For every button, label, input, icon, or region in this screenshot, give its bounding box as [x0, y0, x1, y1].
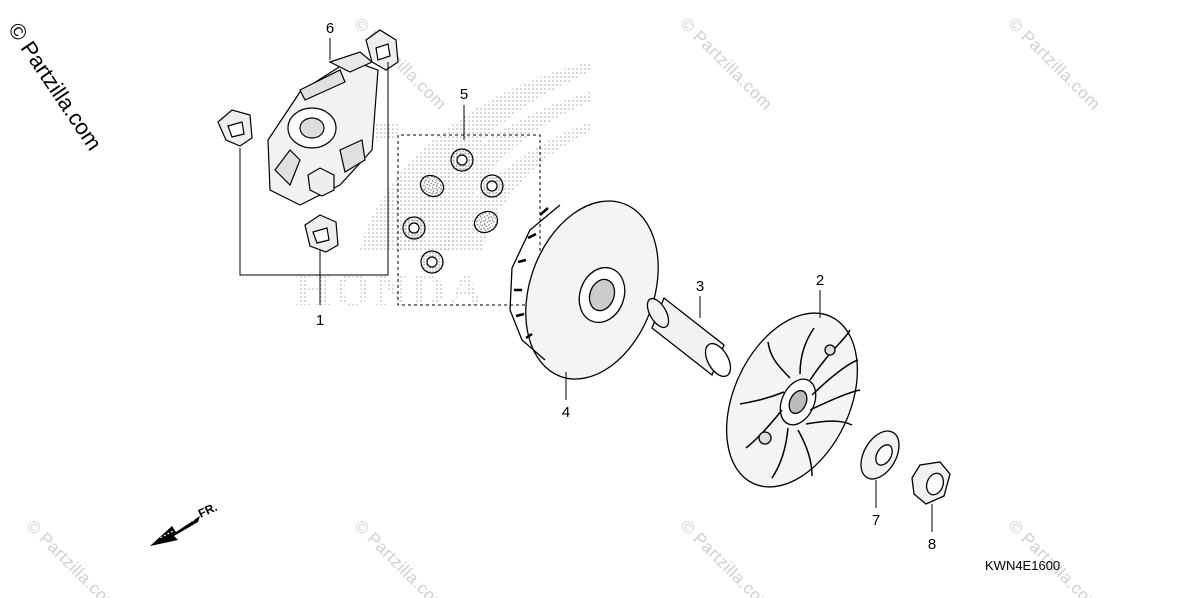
honda-logo-text: HONDA [295, 264, 486, 315]
callout-1[interactable]: 1 [315, 312, 325, 329]
pulley-face-part-4 [509, 200, 659, 380]
callout-7[interactable]: 7 [871, 512, 881, 529]
callout-2[interactable]: 2 [815, 272, 825, 289]
callout-6[interactable]: 6 [325, 20, 335, 37]
rollers-part-5 [397, 105, 541, 306]
ramp-plate-part-6 [267, 51, 379, 206]
callout-5[interactable]: 5 [459, 86, 469, 103]
nut-part-8 [911, 461, 951, 505]
slider-clips-part-1 [217, 29, 399, 253]
callout-3[interactable]: 3 [695, 278, 705, 295]
diagram-code: KWN4E1600 [985, 558, 1061, 573]
collar-part-3 [646, 296, 732, 378]
callout-8[interactable]: 8 [927, 536, 937, 553]
washer-part-7 [860, 430, 900, 480]
front-direction-arrow-icon [150, 516, 200, 546]
callout-4[interactable]: 4 [561, 404, 571, 421]
fan-face-part-2 [725, 312, 861, 488]
